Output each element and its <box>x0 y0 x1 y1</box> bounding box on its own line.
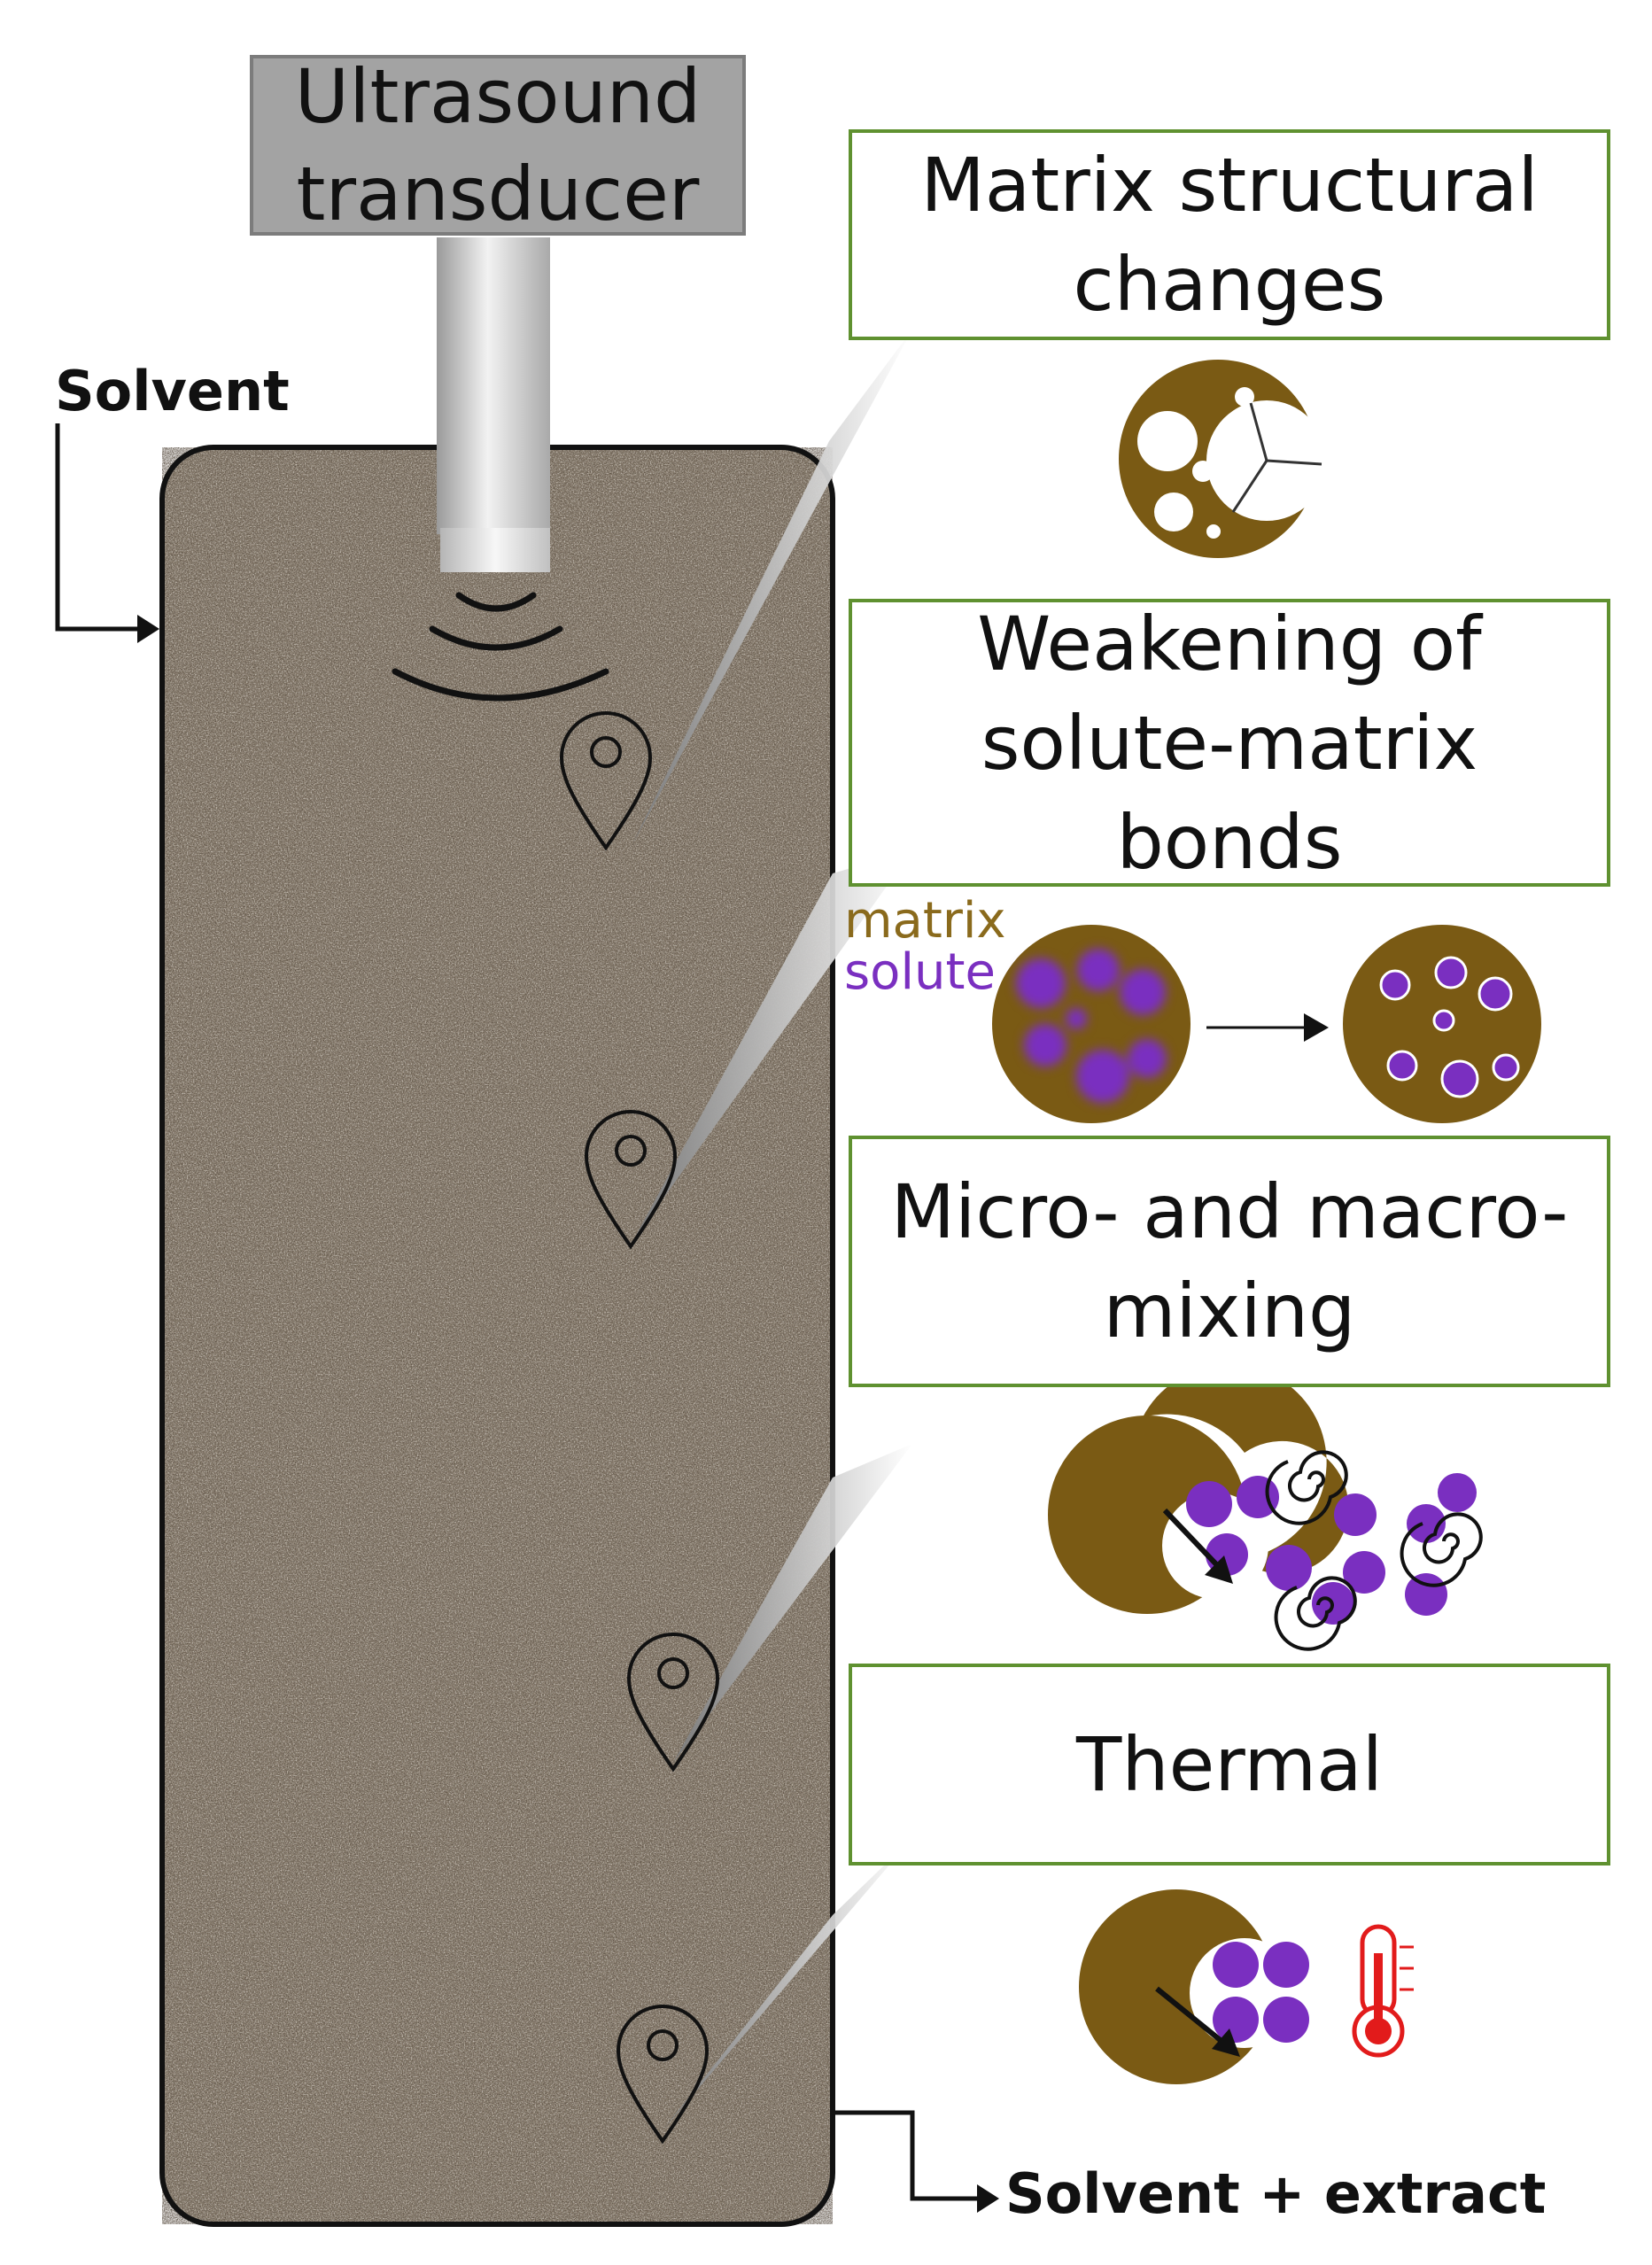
mixing-icon <box>1048 1364 1483 1651</box>
mechanism-line: Matrix structural <box>920 142 1539 229</box>
inlet-label: Solvent <box>55 359 290 423</box>
mechanism-box-structural: Matrix structural changes <box>849 129 1610 340</box>
zoom-beams <box>632 330 912 2130</box>
transducer-label-line1: Ultrasound <box>294 53 702 140</box>
mechanism-line: Weakening of <box>977 600 1482 687</box>
location-pin-icon <box>626 1633 720 1772</box>
matrix-pores-icon <box>1119 360 1327 558</box>
mechanism-line: solute-matrix <box>981 699 1478 787</box>
location-pin-icon <box>559 711 653 851</box>
mechanism-line: bonds <box>1116 798 1343 886</box>
mechanism-box-thermal: Thermal <box>849 1664 1610 1866</box>
spiral-icon <box>1265 1450 1483 1651</box>
inlet-arrow-icon <box>55 423 159 643</box>
mechanism-line: mixing <box>1103 1268 1356 1354</box>
mechanism-line: changes <box>1073 241 1386 328</box>
separation-arrow-icon <box>1206 1013 1329 1042</box>
outlet-arrow-icon <box>833 2110 999 2213</box>
thermal-icon <box>1079 1889 1414 2084</box>
ultrasound-wave-icon <box>392 592 609 702</box>
mechanism-line: Micro- and macro- <box>890 1168 1569 1255</box>
outlet-label: Solvent + extract <box>1005 2161 1547 2226</box>
location-pin-icon <box>616 2005 710 2145</box>
transducer-label-line2: transducer <box>296 151 700 237</box>
probe-shaft <box>437 237 550 534</box>
ultrasound-transducer: Ultrasound transducer <box>250 53 746 237</box>
mechanism-line: Thermal <box>1076 1721 1383 1808</box>
bonded-solute-icon <box>992 925 1191 1123</box>
mechanism-box-mixing: Micro- and macro- mixing <box>849 1136 1610 1387</box>
mechanism-box-weakening: Weakening of solute-matrix bonds <box>849 599 1610 887</box>
probe-tip <box>440 528 550 572</box>
location-pin-icon <box>584 1110 678 1250</box>
legend-matrix: matrix <box>844 892 1006 950</box>
extraction-vessel <box>162 447 833 2224</box>
released-solute-icon <box>1343 925 1541 1123</box>
legend-solute: solute <box>844 943 996 1001</box>
thermometer-icon <box>1352 1924 1414 2058</box>
